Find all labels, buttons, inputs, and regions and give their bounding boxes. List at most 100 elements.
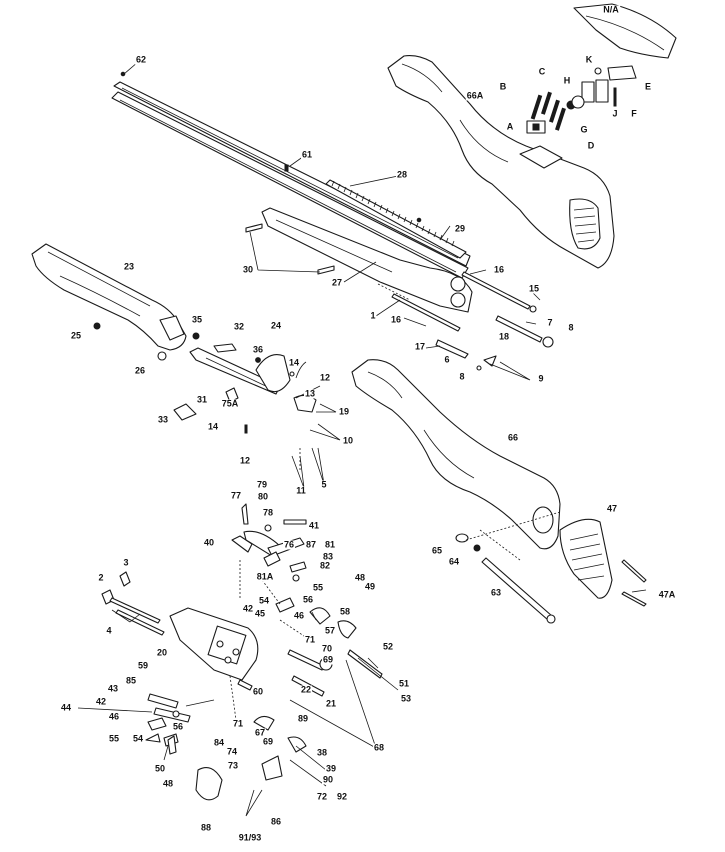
callout-75a: 75A xyxy=(220,398,240,409)
callout-32: 32 xyxy=(232,321,246,332)
callout-14a: 14 xyxy=(287,357,301,368)
callout-24: 24 xyxy=(269,320,283,331)
callout-50: 50 xyxy=(153,763,167,774)
callout-33: 33 xyxy=(156,414,170,425)
trigger-plate-group xyxy=(173,332,317,434)
rods-pins-part xyxy=(377,271,554,371)
receiver-assembly xyxy=(101,571,259,681)
callout-77: 77 xyxy=(229,490,243,501)
callout-a: A xyxy=(505,121,515,132)
barrel-part xyxy=(111,71,471,279)
callout-79: 79 xyxy=(255,479,269,490)
stock-66a-part xyxy=(387,55,615,269)
forend-part xyxy=(31,243,187,361)
callout-14b: 14 xyxy=(206,421,220,432)
callout-69b: 69 xyxy=(261,736,275,747)
callout-86: 86 xyxy=(269,816,283,827)
callout-18: 18 xyxy=(497,331,511,342)
callout-c: C xyxy=(537,66,547,77)
callout-2: 2 xyxy=(97,572,105,583)
callout-17: 17 xyxy=(413,341,427,352)
callout-na: N/A xyxy=(602,4,620,15)
callout-45: 45 xyxy=(253,608,267,619)
callout-44: 44 xyxy=(59,702,73,713)
callout-59: 59 xyxy=(136,660,150,671)
callout-51: 51 xyxy=(397,678,411,689)
callout-41: 41 xyxy=(307,520,321,531)
callout-49: 49 xyxy=(363,581,377,592)
rib-spring-part xyxy=(325,179,467,259)
callout-19: 19 xyxy=(337,406,351,417)
callout-85: 85 xyxy=(124,675,138,686)
callout-56b: 56 xyxy=(171,721,185,732)
callout-80: 80 xyxy=(256,491,270,502)
callout-63: 63 xyxy=(489,587,503,598)
recoil-pad-part xyxy=(559,518,613,599)
callout-83: 83 xyxy=(321,551,335,562)
callout-12b: 12 xyxy=(238,455,252,466)
callout-71a: 71 xyxy=(303,634,317,645)
callout-42b: 42 xyxy=(94,696,108,707)
callout-10: 10 xyxy=(341,435,355,446)
callout-90: 90 xyxy=(321,774,335,785)
callout-15: 15 xyxy=(527,283,541,294)
callout-71b: 71 xyxy=(231,718,245,729)
callout-1: 1 xyxy=(369,310,377,321)
callout-73: 73 xyxy=(226,760,240,771)
lower-left-parts xyxy=(145,693,223,801)
callout-h: H xyxy=(562,75,572,86)
callout-60: 60 xyxy=(251,686,265,697)
callout-39: 39 xyxy=(324,763,338,774)
callout-f: F xyxy=(630,108,638,119)
callout-62: 62 xyxy=(134,54,148,65)
callout-52: 52 xyxy=(381,641,395,652)
stock-66-part xyxy=(351,359,561,550)
callout-b: B xyxy=(498,81,508,92)
callout-g: G xyxy=(579,124,589,135)
callout-68: 68 xyxy=(372,742,386,753)
callout-4: 4 xyxy=(105,625,113,636)
callout-7: 7 xyxy=(546,317,554,328)
callout-92: 92 xyxy=(335,791,349,802)
assembly-guides xyxy=(229,448,521,721)
callout-30: 30 xyxy=(241,264,255,275)
callout-82: 82 xyxy=(318,560,332,571)
callout-76: 76 xyxy=(282,539,296,550)
callout-25: 25 xyxy=(69,330,83,341)
callout-5: 5 xyxy=(320,479,328,490)
callout-9193: 91/93 xyxy=(237,832,263,843)
callout-65: 65 xyxy=(430,545,444,556)
callout-88: 88 xyxy=(199,822,213,833)
callout-40: 40 xyxy=(202,537,216,548)
callout-j: J xyxy=(611,108,619,119)
callout-12a: 12 xyxy=(318,372,332,383)
callout-66: 66 xyxy=(506,432,520,443)
callout-35: 35 xyxy=(190,314,204,325)
stock-bolt-part xyxy=(455,511,647,624)
callout-29: 29 xyxy=(453,223,467,234)
callout-46a: 46 xyxy=(292,610,306,621)
callout-8b: 8 xyxy=(458,371,466,382)
callout-16b: 16 xyxy=(389,314,403,325)
callout-8a: 8 xyxy=(567,322,575,333)
callout-74: 74 xyxy=(225,746,239,757)
callout-56a: 56 xyxy=(301,594,315,605)
callout-48a: 48 xyxy=(353,572,367,583)
callout-55a: 55 xyxy=(311,582,325,593)
comb-hardware-parts xyxy=(526,65,637,134)
callout-67: 67 xyxy=(253,727,267,738)
callout-3: 3 xyxy=(122,557,130,568)
callout-54b: 54 xyxy=(131,733,145,744)
leader-lines xyxy=(77,61,647,817)
callout-66a: 66A xyxy=(465,90,485,101)
callout-57: 57 xyxy=(323,625,337,636)
callout-70: 70 xyxy=(320,643,334,654)
callout-69a: 69 xyxy=(321,654,335,665)
callout-23: 23 xyxy=(122,261,136,272)
callout-53: 53 xyxy=(399,693,413,704)
callout-9: 9 xyxy=(537,373,545,384)
callout-64: 64 xyxy=(447,556,461,567)
callout-48b: 48 xyxy=(161,778,175,789)
